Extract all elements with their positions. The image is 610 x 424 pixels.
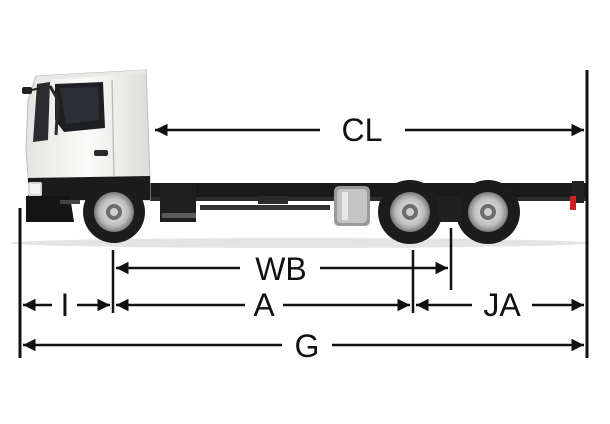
ja-label: JA xyxy=(483,287,521,323)
cab xyxy=(22,69,151,222)
ground-shadow xyxy=(10,238,590,248)
fuel-tank xyxy=(334,186,370,226)
rear-suspension xyxy=(438,196,462,222)
rear-wheel-1 xyxy=(378,180,442,244)
cl-label: CL xyxy=(342,112,383,148)
dimension-ja: JA xyxy=(416,287,584,323)
side-box xyxy=(160,184,196,222)
dimension-wb: WB xyxy=(116,251,448,287)
truck-illustration xyxy=(10,69,590,248)
wb-label: WB xyxy=(255,251,307,287)
rear-wheel-2 xyxy=(456,180,520,244)
dimension-g: G xyxy=(23,328,584,364)
dimension-a: A xyxy=(116,287,410,323)
front-wheel xyxy=(83,181,145,243)
dimension-i: I xyxy=(23,287,110,323)
g-label: G xyxy=(295,328,320,364)
reference-lines xyxy=(18,70,589,358)
dimension-cl: CL xyxy=(155,112,584,148)
i-label: I xyxy=(61,287,70,323)
a-label: A xyxy=(253,287,275,323)
